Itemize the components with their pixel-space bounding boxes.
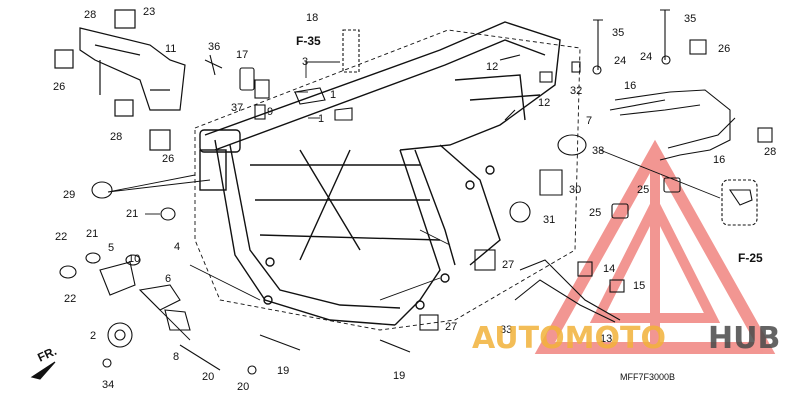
watermark-part1: AUTOMOTO (472, 321, 666, 356)
callout-35-a: 35 (612, 27, 624, 39)
leader-lines (107, 61, 721, 341)
direction-label: FR. (35, 344, 58, 365)
callout-19-b: 19 (393, 370, 405, 382)
callout-29: 29 (63, 189, 75, 201)
callout-6: 6 (165, 273, 171, 285)
callout-28-right: 28 (764, 146, 776, 158)
ref-f35: F-35 (296, 34, 321, 48)
callout-22-top: 22 (55, 231, 67, 243)
callout-15: 15 (633, 280, 645, 292)
callout-14: 14 (603, 263, 615, 275)
callout-26-mid: 26 (162, 153, 174, 165)
callout-35-b: 35 (684, 13, 696, 25)
callout-16-b: 16 (713, 154, 725, 166)
callout-18: 18 (306, 12, 318, 24)
callout-2: 2 (90, 330, 96, 342)
watermark-logo (534, 139, 776, 354)
callout-17: 17 (236, 49, 248, 61)
callout-19-a: 19 (277, 365, 289, 377)
callout-36: 36 (208, 41, 220, 53)
callout-31: 31 (543, 214, 555, 226)
callout-4: 4 (174, 241, 180, 253)
callout-33: 33 (500, 324, 512, 336)
callout-1a: 1 (330, 89, 336, 101)
callout-27-b: 27 (445, 321, 457, 333)
callout-38: 38 (592, 145, 604, 157)
part-code: MFF7F3000B (620, 372, 675, 382)
callout-3: 3 (302, 56, 308, 68)
ref-f25: F-25 (738, 251, 763, 265)
callout-22-bot: 22 (64, 293, 76, 305)
callout-24-a: 24 (614, 55, 626, 67)
callout-30: 30 (569, 184, 581, 196)
small-parts (30, 9, 773, 380)
callout-25-b: 25 (589, 207, 601, 219)
callout-21-top: 21 (126, 208, 138, 220)
callout-21-bot: 21 (86, 228, 98, 240)
watermark-text: AUTOMOTO HUB (472, 321, 780, 356)
callout-7: 7 (586, 115, 592, 127)
main-frame (194, 21, 581, 331)
callout-16-a: 16 (624, 80, 636, 92)
callout-20-a: 20 (202, 371, 214, 383)
callout-8: 8 (173, 351, 179, 363)
callout-12-a: 12 (486, 61, 498, 73)
callout-10: 10 (128, 253, 140, 265)
callout-24-b: 24 (640, 51, 652, 63)
callout-1b: 1 (318, 113, 324, 125)
engine-hanger-bracket (54, 9, 186, 151)
callout-20-b: 20 (237, 381, 249, 393)
watermark-part2: HUB (708, 321, 780, 356)
callout-28-left: 28 (110, 131, 122, 143)
callout-11: 11 (165, 43, 176, 55)
callout-25-a: 25 (637, 184, 649, 196)
callout-27-a: 27 (502, 259, 514, 271)
callout-37: 37 (231, 102, 243, 114)
callout-12-b: 12 (538, 97, 550, 109)
callout-26-right: 26 (718, 43, 730, 55)
callout-13: 13 (600, 333, 612, 345)
callout-34: 34 (102, 379, 114, 391)
callout-9: 9 (267, 106, 273, 118)
callout-32: 32 (570, 85, 582, 97)
callout-23: 23 (143, 6, 155, 18)
callout-5: 5 (108, 242, 114, 254)
callout-26-left: 26 (53, 81, 65, 93)
callout-28-top: 28 (84, 9, 96, 21)
